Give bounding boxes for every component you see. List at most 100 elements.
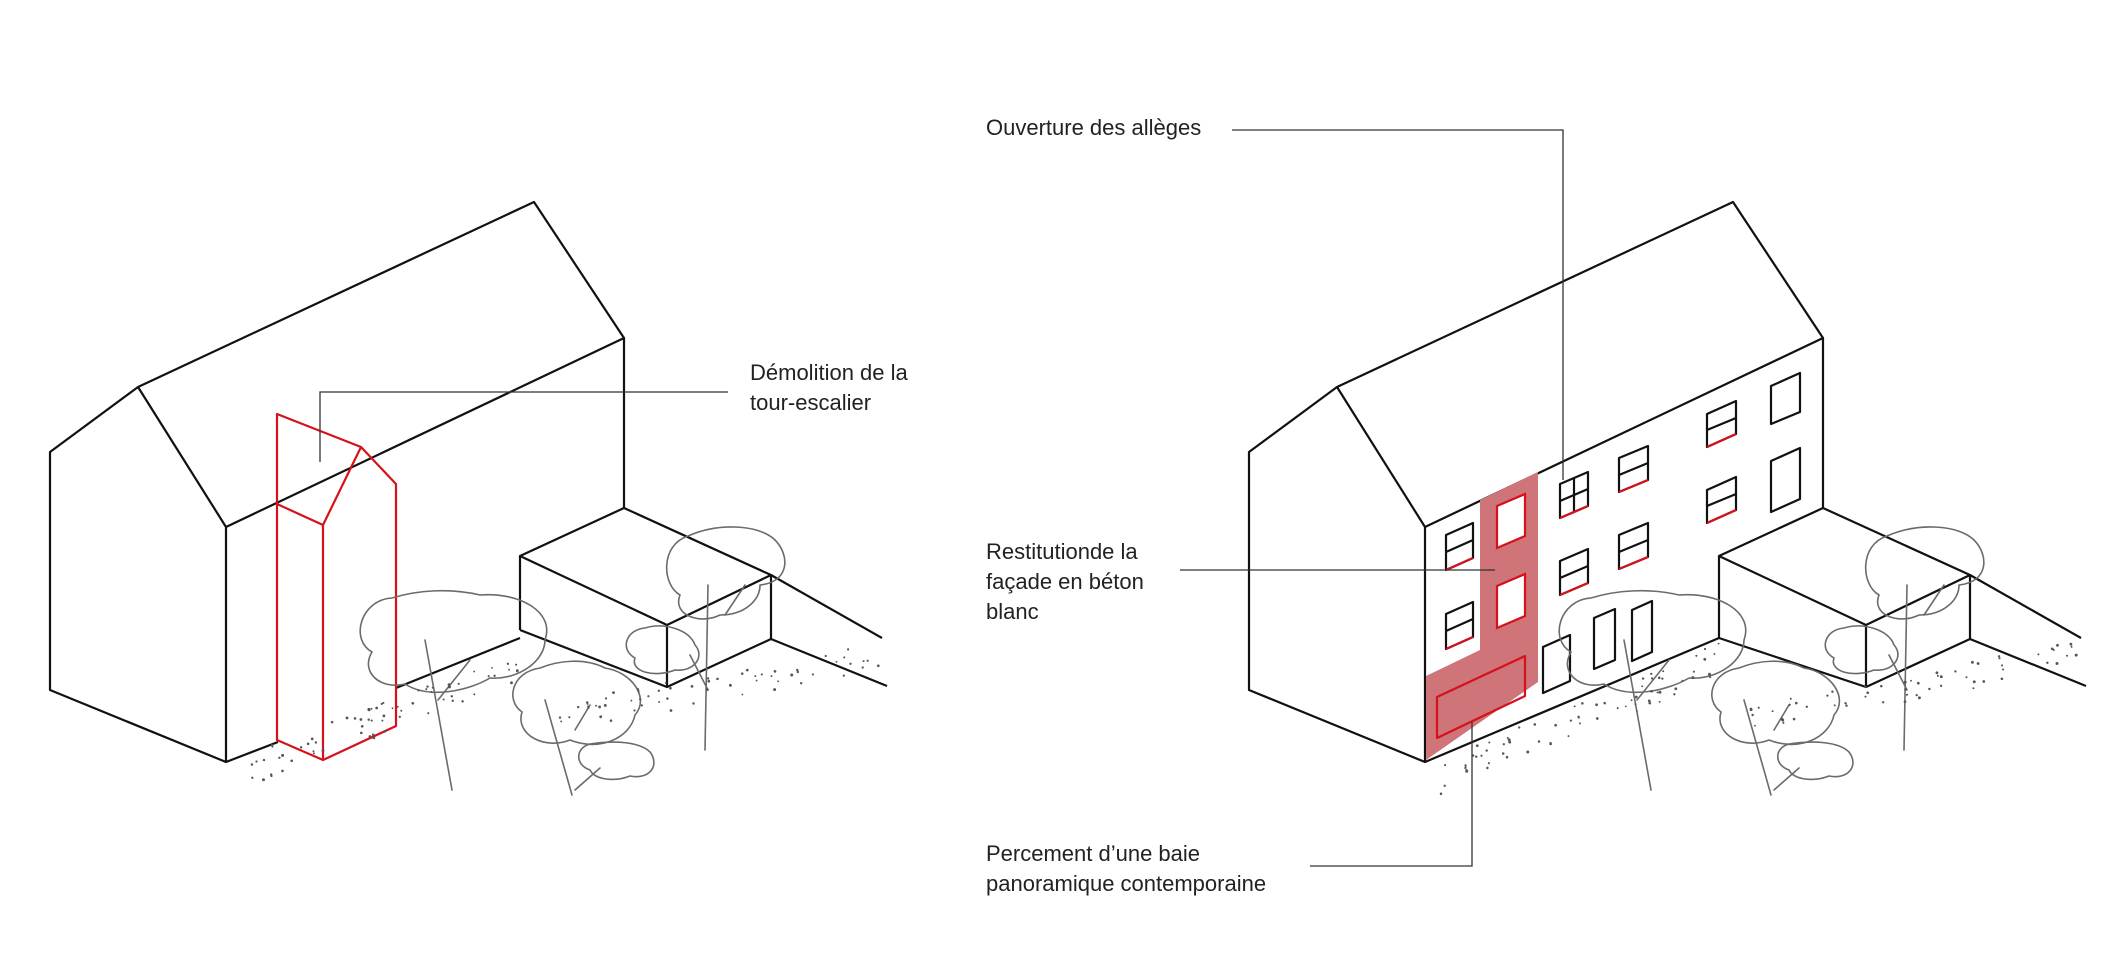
ground-dot (1537, 740, 1541, 743)
ground-dot (2000, 677, 2004, 681)
ground-dot (281, 753, 285, 757)
ground-dot (1636, 710, 1638, 712)
ground-dot (630, 699, 633, 702)
ground-dot (442, 698, 445, 701)
ground-dot (251, 776, 254, 779)
ground-dot (1928, 687, 1931, 691)
ground-dot (1595, 703, 1598, 707)
ground-dot (321, 749, 325, 753)
ground-dot (1805, 705, 1808, 708)
ground-dot (516, 670, 519, 673)
ground-dot (2037, 653, 2040, 656)
ground-dot (577, 705, 580, 709)
ground-dot (1781, 718, 1785, 722)
ground-dot (740, 672, 744, 675)
ground-dot (1826, 694, 1829, 697)
ground-dot (290, 759, 294, 763)
ground-dot (609, 719, 613, 722)
ground-dot (1976, 662, 1980, 665)
ground-dot (800, 682, 803, 685)
ground-dot (1771, 710, 1774, 713)
ground-dot (1789, 697, 1792, 700)
ground-dot (1882, 701, 1885, 704)
ground-dot (2056, 643, 2059, 647)
ground-dot (1573, 705, 1576, 708)
ground-dot (398, 715, 401, 719)
right-annex (1717, 506, 2087, 689)
ground-dot (262, 778, 265, 782)
ground-dot (367, 718, 370, 721)
ground-dot (360, 731, 363, 735)
left-house-drawing (48, 200, 888, 796)
ground-dot (560, 720, 563, 723)
ground-dot (1970, 660, 1974, 664)
ground-dot (375, 706, 379, 710)
leader-ouverture (1232, 129, 1564, 480)
ground-dot (1508, 740, 1512, 744)
ground-dot (1507, 738, 1511, 742)
ground-dot (1965, 676, 1968, 679)
ground-dot (1533, 723, 1537, 726)
ground-dot (306, 742, 310, 746)
ground-dot (706, 677, 710, 680)
ground-dot (637, 690, 640, 693)
ground-dot (1903, 680, 1907, 684)
ground-dot (1518, 726, 1521, 729)
ground-dot (568, 716, 571, 719)
ground-dot (1554, 723, 1557, 727)
ground-dot (1864, 695, 1867, 698)
ground-dot (796, 668, 799, 672)
ground-dot (1475, 744, 1479, 748)
ground-dot (849, 662, 852, 665)
ground-dot (1833, 704, 1836, 707)
ground-dot (1997, 655, 2001, 658)
ground-dot (1695, 654, 1698, 657)
ground-dot (2050, 647, 2054, 651)
ground-dot (1982, 680, 1986, 683)
ground-dot (508, 668, 511, 671)
leader-percement (1310, 722, 1473, 867)
ground-dot (1831, 690, 1834, 693)
ground-dot (1703, 657, 1707, 661)
restituted-facade-panel (1426, 472, 1538, 760)
ground-dot (1569, 719, 1573, 722)
ground-dot (728, 683, 732, 687)
ground-dot (1480, 754, 1483, 757)
ground-dot (604, 697, 608, 700)
ground-dot (391, 707, 394, 710)
ground-dot (1650, 672, 1653, 676)
ground-dot (1691, 676, 1695, 680)
ground-dot (690, 685, 694, 688)
ground-dot (382, 701, 385, 704)
ground-dot (1998, 657, 2001, 660)
ground-dot (286, 743, 288, 746)
label-ouverture-line1: Ouverture des allèges (986, 115, 1202, 140)
ground-dot (457, 682, 460, 685)
ground-dot (777, 680, 780, 683)
ground-dot (1567, 735, 1570, 738)
ground-dot (371, 733, 375, 737)
ground-dot (1648, 701, 1652, 705)
ground-dot (598, 705, 601, 709)
ground-dot (515, 663, 518, 666)
ground-dot (510, 681, 513, 685)
ground-dot (796, 670, 800, 674)
ground-dot (1916, 681, 1920, 685)
ground-dot (430, 691, 433, 693)
ground-dot (1661, 677, 1664, 680)
ground-dot (1603, 701, 1606, 705)
ground-dot (603, 703, 607, 707)
ground-dot (1864, 685, 1867, 688)
ground-dot (473, 693, 476, 696)
ground-dot (431, 686, 434, 689)
ground-dot (866, 659, 869, 662)
ground-dot (2000, 664, 2004, 667)
ground-dot (1616, 707, 1619, 710)
ground-dot (658, 700, 661, 703)
ground-dot (417, 689, 420, 692)
ground-dot (447, 683, 451, 687)
ground-dot (2046, 661, 2049, 665)
ground-dot (2002, 668, 2005, 671)
ground-dot (1935, 671, 1939, 675)
